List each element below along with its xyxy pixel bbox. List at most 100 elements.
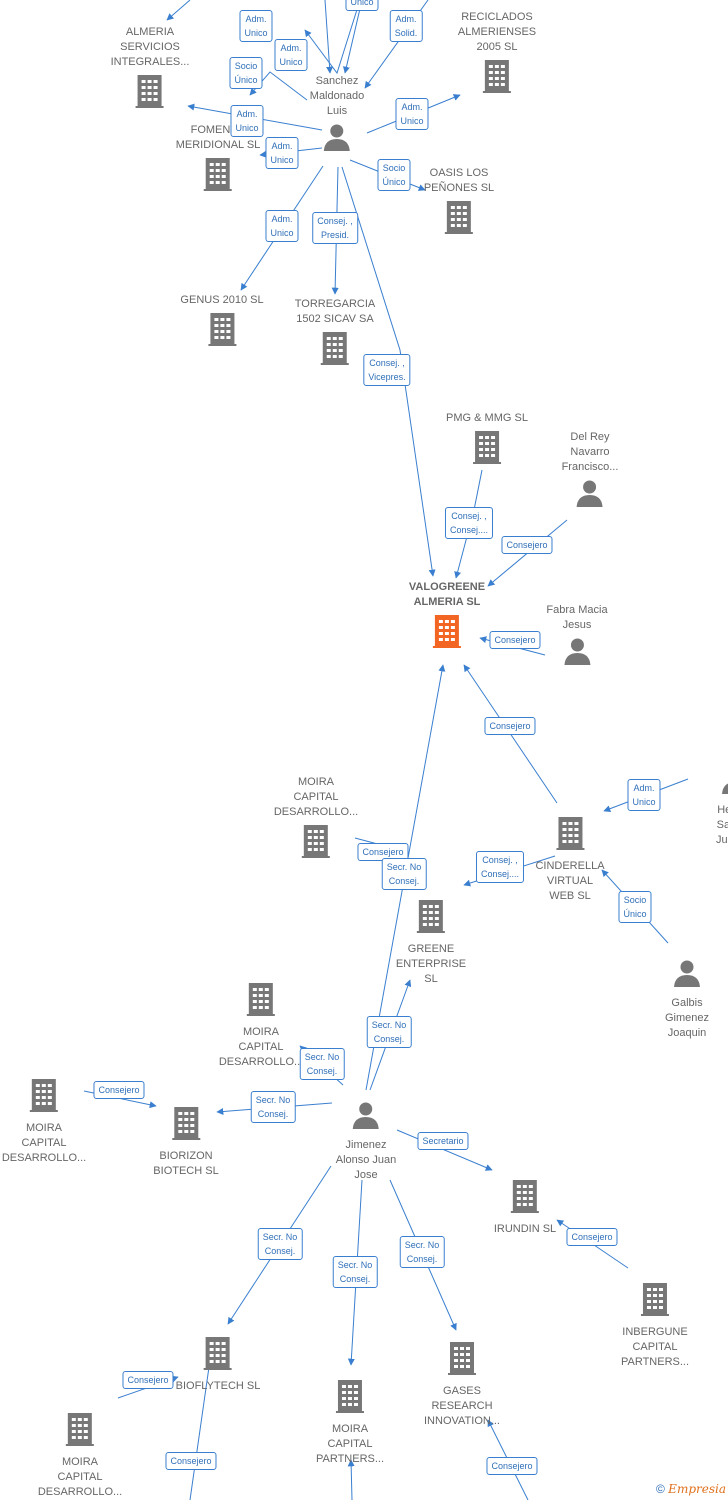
- node-label[interactable]: GENUS 2010 SL: [180, 293, 263, 308]
- relation-label[interactable]: Adm.Unico: [230, 105, 264, 137]
- relation-label[interactable]: Consejero: [486, 1457, 538, 1475]
- relation-label[interactable]: Adm.Unico: [265, 137, 299, 169]
- node-label[interactable]: PMG & MMG SL: [446, 411, 528, 426]
- building-icon[interactable]: [176, 1335, 261, 1376]
- company-node-pmg[interactable]: PMG & MMG SL: [446, 411, 528, 473]
- building-icon[interactable]: [111, 73, 190, 114]
- relation-label[interactable]: Consejero: [484, 717, 536, 735]
- building-icon[interactable]: [621, 1281, 689, 1322]
- company-node-irundin[interactable]: IRUNDIN SL: [494, 1175, 556, 1237]
- person-icon[interactable]: [546, 636, 607, 671]
- building-icon[interactable]: [316, 1378, 384, 1419]
- relation-label[interactable]: Consej. ,Consej....: [444, 507, 494, 539]
- building-icon[interactable]: [446, 429, 528, 470]
- building-icon[interactable]: [180, 311, 263, 352]
- building-icon[interactable]: [424, 1340, 500, 1381]
- relation-label[interactable]: Adm.Solid.: [389, 10, 423, 42]
- relation-label[interactable]: Adm.Unico: [274, 39, 308, 71]
- relation-label[interactable]: Consej. ,Presid.: [312, 212, 358, 244]
- person-icon[interactable]: [665, 958, 709, 993]
- relation-label[interactable]: Consejero: [122, 1371, 174, 1389]
- company-node-bioflytech[interactable]: BIOFLYTECH SL: [176, 1332, 261, 1394]
- building-icon[interactable]: [535, 815, 604, 856]
- node-label[interactable]: BIOFLYTECH SL: [176, 1379, 261, 1394]
- building-icon[interactable]: [494, 1178, 556, 1219]
- person-icon[interactable]: [336, 1100, 397, 1135]
- person-icon[interactable]: [310, 122, 364, 157]
- building-icon[interactable]: [424, 199, 494, 240]
- relation-label[interactable]: Unico: [345, 0, 379, 11]
- building-icon[interactable]: [295, 330, 375, 371]
- building-icon[interactable]: [38, 1411, 122, 1452]
- relation-label[interactable]: Consej. ,Consej....: [475, 851, 525, 883]
- relation-label[interactable]: Consejero: [93, 1081, 145, 1099]
- relation-label[interactable]: Adm.Unico: [395, 98, 429, 130]
- building-icon[interactable]: [409, 613, 485, 654]
- building-icon[interactable]: [153, 1105, 218, 1146]
- building-icon[interactable]: [396, 898, 466, 939]
- node-label[interactable]: IRUNDIN SL: [494, 1222, 556, 1237]
- relation-label[interactable]: Consejero: [566, 1228, 618, 1246]
- person-icon[interactable]: [716, 765, 728, 800]
- building-icon[interactable]: [219, 981, 303, 1022]
- relation-label[interactable]: Consej. ,Vicepres.: [363, 354, 411, 386]
- building-icon[interactable]: [176, 156, 261, 197]
- company-node-genus[interactable]: GENUS 2010 SL: [180, 293, 264, 355]
- relation-label[interactable]: Adm.Unico: [627, 779, 661, 811]
- building-icon[interactable]: [274, 823, 358, 864]
- relation-label[interactable]: Consejero: [501, 536, 553, 554]
- building-icon[interactable]: [458, 58, 536, 99]
- relation-label[interactable]: Consejero: [165, 1452, 217, 1470]
- relation-label[interactable]: Adm.Unico: [239, 10, 273, 42]
- building-icon[interactable]: [2, 1077, 86, 1118]
